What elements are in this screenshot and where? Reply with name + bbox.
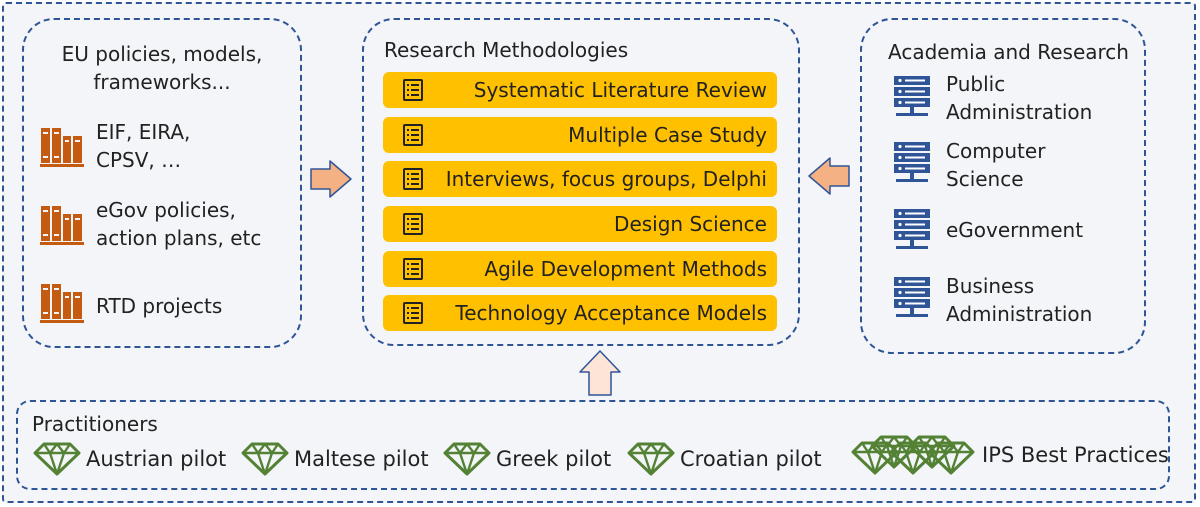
checklist-icon: [401, 123, 425, 147]
method-item: Design Science: [383, 206, 777, 242]
books-icon: [38, 276, 86, 324]
method-item: Agile Development Methods: [383, 251, 777, 287]
method-item: Interviews, focus groups, Delphi: [383, 161, 777, 197]
method-label: Design Science: [614, 212, 767, 236]
checklist-icon: [401, 167, 425, 191]
books-icon: [38, 120, 86, 168]
checklist-icon: [401, 78, 425, 102]
checklist-icon: [401, 301, 425, 325]
academia-research-title: Academia and Research: [888, 40, 1129, 64]
academia-item-4-line1: Business: [946, 274, 1035, 298]
method-label: Multiple Case Study: [568, 123, 767, 147]
eu-item-2: eGov policies, action plans, etc: [96, 196, 261, 252]
right-arrow-icon: [310, 160, 352, 198]
eu-item-1-line2: CPSV, …: [96, 148, 182, 172]
method-label: Agile Development Methods: [484, 257, 767, 281]
practitioners-panel: [16, 400, 1170, 490]
diamond-icon: [32, 441, 82, 477]
academia-item-2: Computer Science: [946, 137, 1045, 193]
diamond-cluster-icon: [851, 435, 975, 475]
server-icon: [892, 140, 932, 184]
up-arrow-icon: [579, 350, 621, 396]
diamond-icon: [240, 441, 290, 477]
practitioners-title: Practitioners: [32, 412, 158, 436]
academia-item-1-line2: Administration: [946, 100, 1093, 124]
academia-item-1: Public Administration: [946, 70, 1092, 126]
eu-item-2-line2: action plans, etc: [96, 226, 262, 250]
pilot-label: Austrian pilot: [86, 447, 227, 471]
eu-item-1: EIF, EIRA, CPSV, …: [96, 118, 190, 174]
method-item: Technology Acceptance Models: [383, 295, 777, 331]
eu-item-3-line1: RTD projects: [96, 294, 223, 318]
academia-item-3: eGovernment: [946, 216, 1083, 244]
checklist-icon: [401, 257, 425, 281]
pilot-label: Croatian pilot: [680, 447, 822, 471]
eu-item-2-line1: eGov policies,: [96, 198, 236, 222]
academia-item-2-line2: Science: [946, 167, 1024, 191]
pilot-label: Maltese pilot: [294, 447, 429, 471]
checklist-icon: [401, 212, 425, 236]
eu-policies-title-line1: EU policies, models,: [61, 42, 263, 66]
server-icon: [892, 275, 932, 319]
pilot-label: Greek pilot: [496, 447, 612, 471]
research-methodologies-title: Research Methodologies: [384, 38, 629, 62]
left-arrow-icon: [808, 157, 850, 195]
eu-item-1-line1: EIF, EIRA,: [96, 120, 191, 144]
server-icon: [892, 207, 932, 251]
academia-item-2-line1: Computer: [946, 139, 1046, 163]
method-label: Systematic Literature Review: [473, 78, 767, 102]
method-item: Multiple Case Study: [383, 117, 777, 153]
eu-policies-title: EU policies, models, frameworks...: [22, 40, 302, 96]
academia-item-4-line2: Administration: [946, 302, 1093, 326]
diamond-icon: [442, 441, 492, 477]
method-label: Interviews, focus groups, Delphi: [445, 167, 767, 191]
pilot-label: IPS Best Practices: [982, 443, 1169, 467]
diamond-icon: [626, 441, 676, 477]
academia-item-4: Business Administration: [946, 272, 1092, 328]
server-icon: [892, 74, 932, 118]
eu-policies-title-line2: frameworks...: [93, 70, 231, 94]
method-item: Systematic Literature Review: [383, 72, 777, 108]
academia-research-panel: [860, 18, 1146, 354]
method-label: Technology Acceptance Models: [455, 301, 767, 325]
academia-item-1-line1: Public: [946, 72, 1006, 96]
academia-item-3-line1: eGovernment: [946, 218, 1084, 242]
books-icon: [38, 198, 86, 246]
eu-item-3: RTD projects: [96, 292, 222, 320]
